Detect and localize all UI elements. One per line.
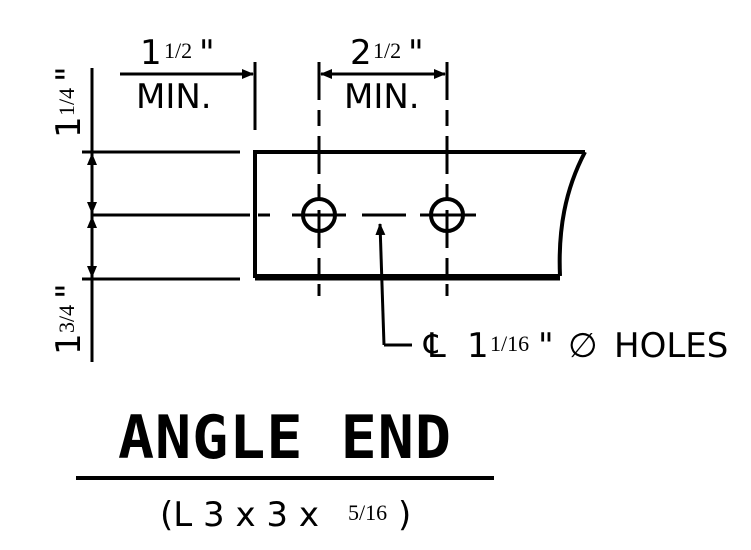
subtitle-prefix: (L 3 x 3 x	[160, 495, 319, 535]
centerlines	[92, 62, 476, 296]
hole-size-inch: "	[538, 326, 554, 366]
bottom-gauge-fraction: 3/4	[54, 305, 79, 333]
top-gauge-fraction: 1/4	[54, 88, 79, 116]
hole-size-fraction: 1/16	[490, 331, 529, 356]
bottom-gauge-whole: 1	[49, 333, 89, 355]
edge-distance-dimension: 1 1/2 " MIN.	[136, 33, 215, 117]
hole-spacing-inch: "	[408, 33, 424, 73]
subtitle-suffix: )	[398, 495, 411, 535]
bottom-gauge-inch: "	[49, 283, 89, 299]
top-gauge-whole: 1	[49, 116, 89, 138]
hole-spacing-fraction: 1/2	[373, 38, 401, 63]
hole-spacing-whole: 2	[350, 33, 372, 73]
hole-note: ℄ 1 1/16 " ∅ HOLES	[423, 326, 728, 366]
edge-distance-fraction: 1/2	[164, 38, 192, 63]
subtitle-fraction: 5/16	[348, 500, 387, 525]
dimension-arrows	[87, 69, 446, 278]
extension-lines	[82, 62, 257, 362]
hole-spacing-min-label: MIN.	[344, 77, 420, 117]
bottom-gauge-dimension: 1 3/4 "	[49, 283, 89, 355]
angle-outline	[253, 150, 587, 281]
diameter-symbol-icon: ∅	[568, 326, 598, 366]
hole-spacing-dimension: 2 1/2 " MIN.	[344, 33, 424, 117]
hole-note-text: HOLES	[614, 326, 728, 366]
top-gauge-inch: "	[49, 66, 89, 82]
edge-distance-inch: "	[199, 33, 215, 73]
drawing-subtitle: (L 3 x 3 x 5/16 )	[160, 495, 411, 535]
edge-distance-whole: 1	[140, 33, 162, 73]
hole-size-whole: 1	[467, 326, 489, 366]
hole-note-leader	[375, 223, 412, 347]
top-gauge-dimension: 1 1/4 "	[49, 66, 89, 138]
drawing-title: ANGLE END	[118, 403, 452, 473]
edge-distance-min-label: MIN.	[136, 77, 212, 117]
centerline-symbol: ℄	[423, 326, 446, 366]
